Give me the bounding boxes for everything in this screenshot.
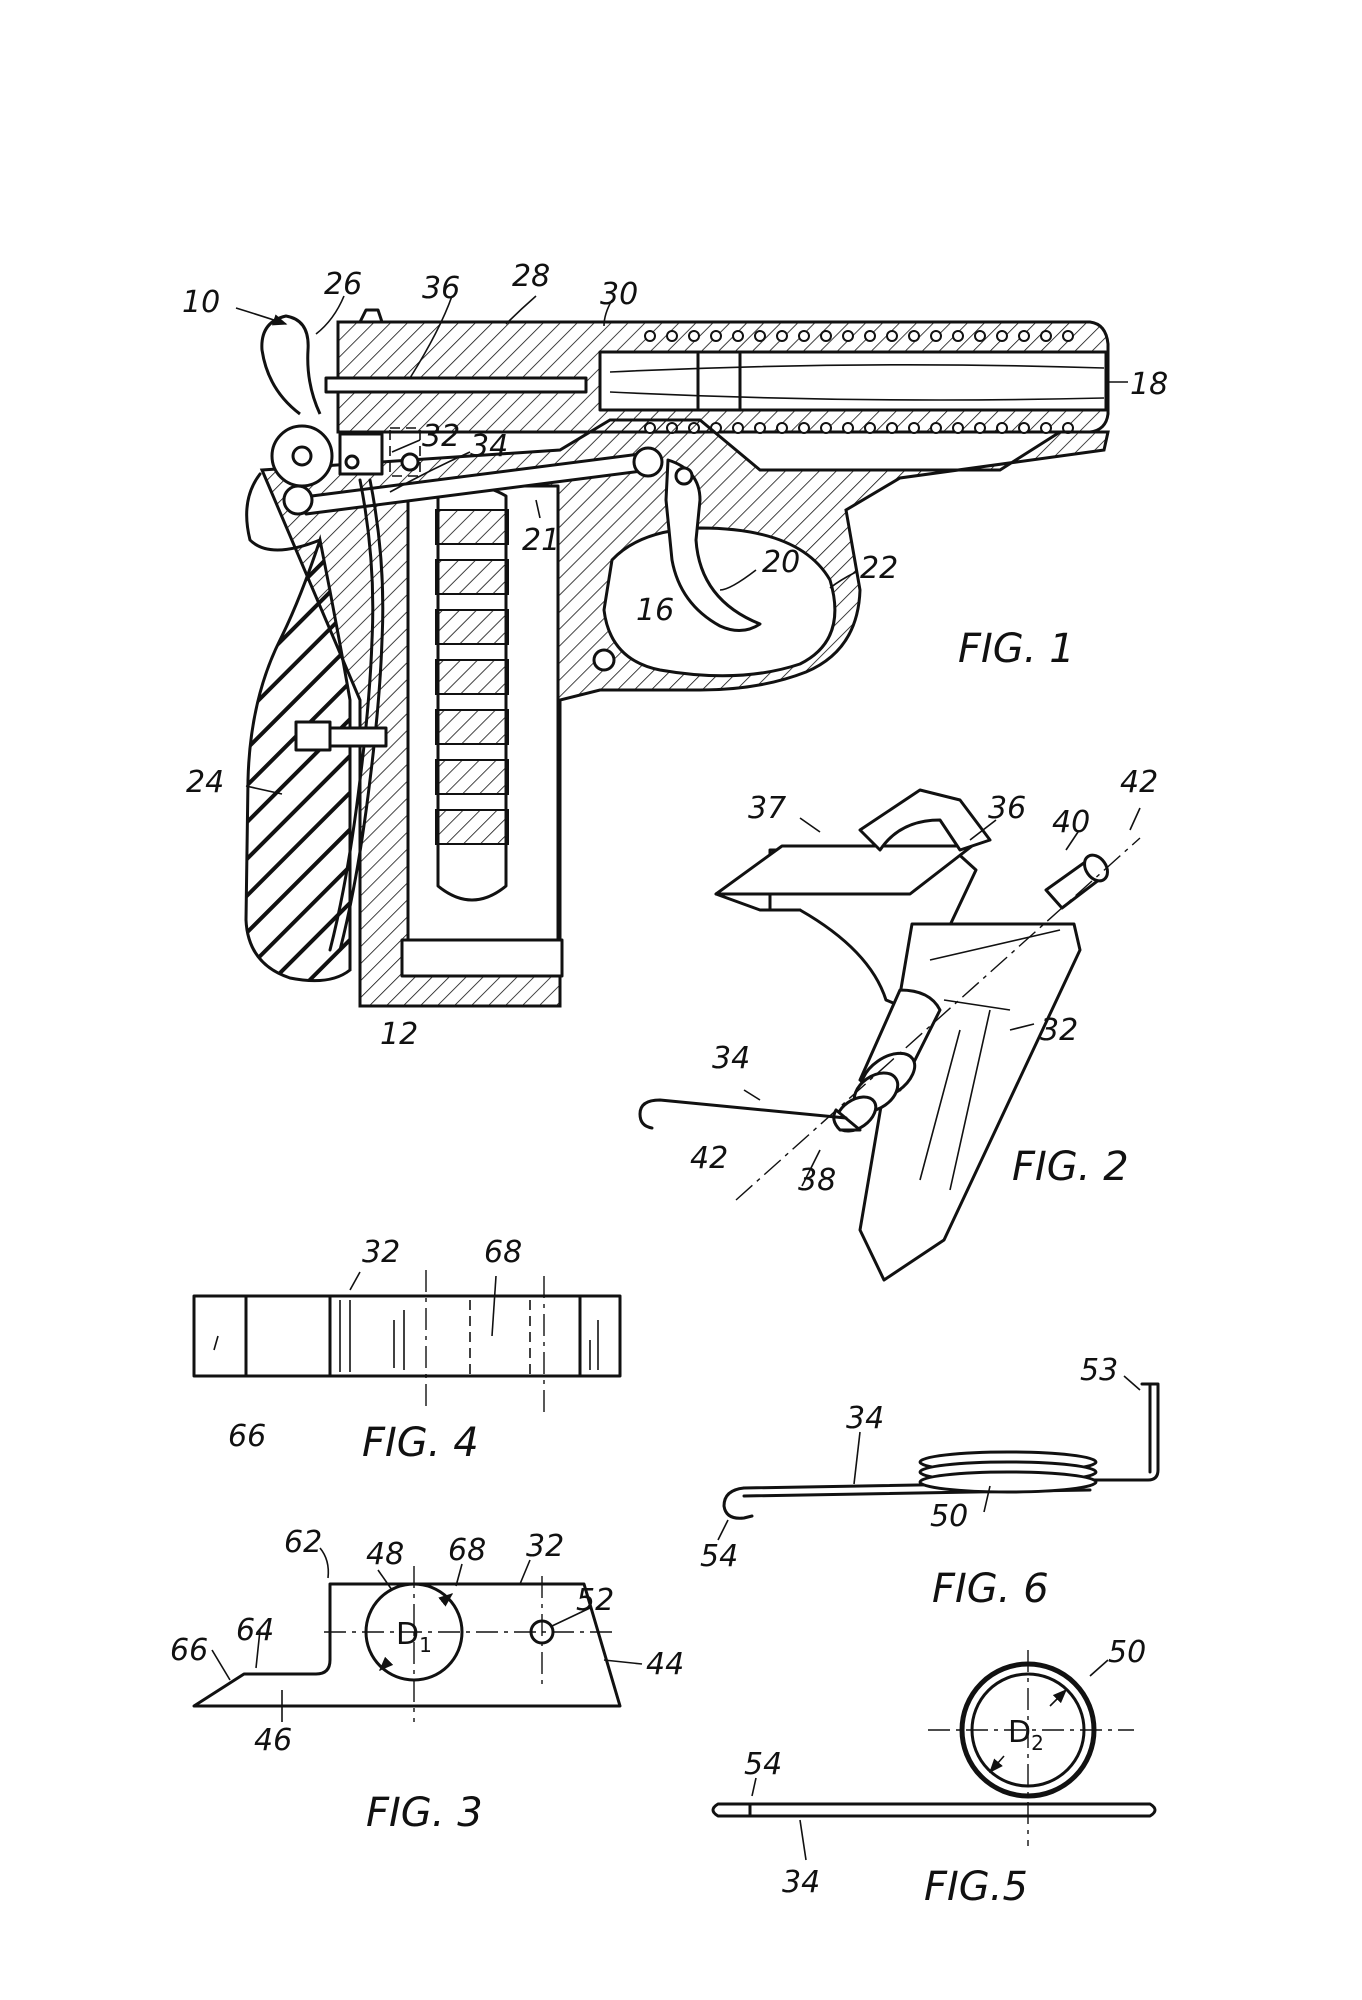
- spring-coil: [842, 330, 854, 342]
- ref-label: 46: [254, 1723, 292, 1758]
- ref-label: 48: [366, 1537, 404, 1572]
- spring-coil: [820, 330, 832, 342]
- spring-coil: [952, 422, 964, 434]
- ref-label: 32: [422, 419, 460, 454]
- ref-label: 53: [1080, 1353, 1118, 1388]
- spring-coil: [864, 422, 876, 434]
- ref-label: 50: [930, 1499, 968, 1534]
- spring-coil: [820, 422, 832, 434]
- ref-label: 34: [782, 1865, 820, 1900]
- figure-caption: FIG. 2: [1012, 1144, 1129, 1190]
- spring-coils-side: [918, 1450, 1098, 1494]
- spring-coil: [1018, 330, 1030, 342]
- spring-coil: [930, 330, 942, 342]
- ref-label: 66: [170, 1633, 208, 1668]
- spring-coil: [732, 422, 744, 434]
- ref-label: 62: [284, 1525, 322, 1560]
- figure-caption: FIG. 4: [362, 1420, 479, 1466]
- spring-coil: [908, 330, 920, 342]
- figure-caption: FIG.5: [924, 1864, 1028, 1910]
- spring-coil: [1062, 330, 1074, 342]
- spring-coil: [1018, 422, 1030, 434]
- spring-coil: [886, 330, 898, 342]
- ref-label: 32: [526, 1529, 564, 1564]
- figure-4-sear-edge-view: 32 68 66 FIG. 4: [192, 1235, 622, 1466]
- ref-label: 42: [1120, 765, 1158, 800]
- ref-label: 68: [484, 1235, 522, 1270]
- ref-label: 18: [1130, 367, 1168, 402]
- spring-coil: [644, 330, 656, 342]
- ref-label: 52: [576, 1583, 614, 1618]
- figure-3-sear-plan: 62 48 68 32 52 64 66 44 46 D1 FIG. 3: [170, 1525, 684, 1836]
- spring-coil: [908, 422, 920, 434]
- ref-label: 50: [1108, 1635, 1146, 1670]
- dimension-d2: D2: [1008, 1715, 1044, 1755]
- spring-coil: [754, 422, 766, 434]
- spring-coil: [666, 330, 678, 342]
- spring-coil: [732, 330, 744, 342]
- spring-coil: [864, 330, 876, 342]
- spring-coil: [1040, 422, 1052, 434]
- dimension-d1: D1: [396, 1617, 432, 1657]
- figure-1-pistol-section: 10 26 36 28 30 18 32 34 21 20 22 16 24 1…: [182, 259, 1168, 1052]
- slide: [324, 308, 1110, 434]
- ref-label: 21: [522, 523, 560, 558]
- figure-caption: FIG. 3: [366, 1790, 483, 1836]
- spring-coil: [1040, 330, 1052, 342]
- ref-label: 34: [470, 429, 508, 464]
- ref-label: 22: [860, 551, 898, 586]
- ref-label: 20: [762, 545, 800, 580]
- spring-coil: [688, 330, 700, 342]
- ref-label: 66: [228, 1419, 266, 1454]
- figure-5-spring-end: 50 54 34 D2 FIG.5: [711, 1635, 1157, 1910]
- ref-label: 38: [798, 1163, 836, 1198]
- ref-label: 54: [744, 1747, 782, 1782]
- spring-coil: [842, 422, 854, 434]
- ref-label: 16: [636, 593, 674, 628]
- spring-coil: [952, 330, 964, 342]
- ref-label: 32: [362, 1235, 400, 1270]
- spring-coil: [798, 330, 810, 342]
- spring-coil: [974, 330, 986, 342]
- ref-label: 28: [512, 259, 550, 294]
- spring-coil: [996, 422, 1008, 434]
- cartridges: [435, 509, 509, 845]
- ref-label: 44: [646, 1647, 684, 1682]
- ref-label: 54: [700, 1539, 738, 1574]
- ref-label: 10: [182, 285, 220, 320]
- ref-label: 32: [1040, 1013, 1078, 1048]
- ref-label: 24: [186, 765, 224, 800]
- spring-coil: [996, 330, 1008, 342]
- figure-2-sear-perspective: 37 36 40 42 32 34 42 38 FIG. 2: [638, 765, 1158, 1282]
- spring-coil: [754, 330, 766, 342]
- frame: [244, 314, 1110, 1008]
- figure-6-spring-side: 53 34 50 54 FIG. 6: [700, 1353, 1160, 1612]
- ref-label: 36: [422, 271, 460, 306]
- ref-label: 34: [712, 1041, 750, 1076]
- ref-label: 26: [324, 267, 362, 302]
- spring-coil: [776, 422, 788, 434]
- ref-label: 37: [748, 791, 786, 826]
- spring-coil: [974, 422, 986, 434]
- ref-label: 42: [690, 1141, 728, 1176]
- figure-caption: FIG. 6: [932, 1566, 1049, 1612]
- spring-coil: [886, 422, 898, 434]
- ref-label: 68: [448, 1533, 486, 1568]
- ref-label: 12: [380, 1017, 418, 1052]
- ref-label: 64: [236, 1613, 274, 1648]
- spring-coil: [798, 422, 810, 434]
- ref-label: 36: [988, 791, 1026, 826]
- spring-coil: [776, 330, 788, 342]
- spring-coil: [930, 422, 942, 434]
- ref-label: 30: [600, 277, 638, 312]
- ref-label: 40: [1052, 805, 1090, 840]
- figure-caption: FIG. 1: [958, 626, 1075, 672]
- spring-coil: [710, 330, 722, 342]
- ref-label: 34: [846, 1401, 884, 1436]
